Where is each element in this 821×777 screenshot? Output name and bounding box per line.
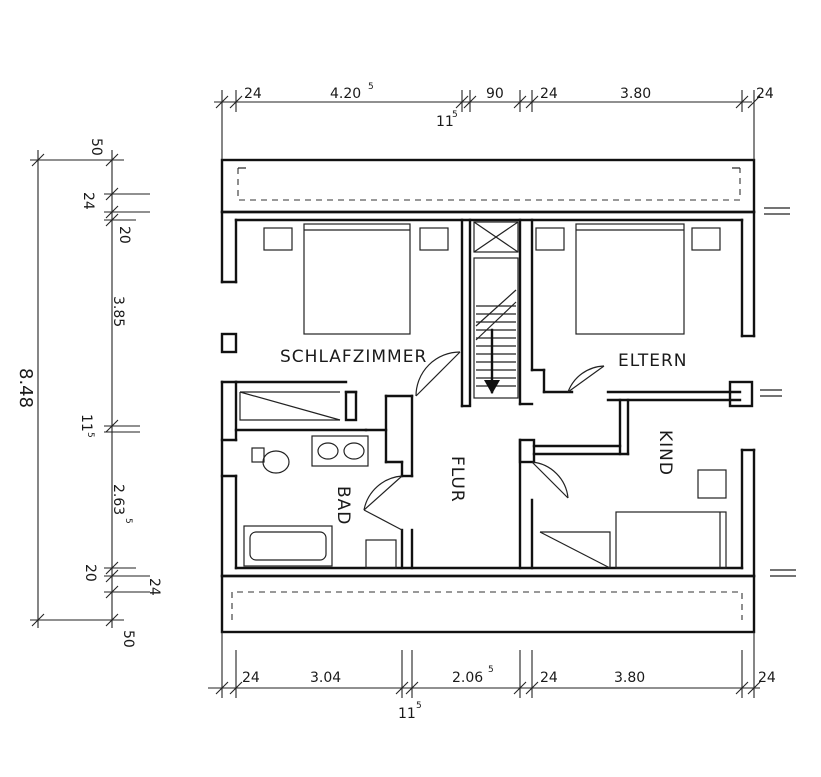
outer-walls xyxy=(220,210,756,578)
dim-left-bottom-wall: 24 xyxy=(146,578,162,596)
dim-top-left-wall: 24 xyxy=(244,86,262,102)
dim-bottom-flur-width-sup: 5 xyxy=(488,665,494,675)
dim-bottom-inner-wall-sup: 5 xyxy=(416,701,422,711)
dim-left-top-inner: 20 xyxy=(116,226,132,244)
eltern-furniture xyxy=(535,223,721,335)
dim-bottom-inner-wall: 11 xyxy=(398,706,416,722)
dimension-line-bottom xyxy=(208,632,761,698)
dim-top-eltern-width: 3.80 xyxy=(620,86,651,102)
room-label-schlafzimmer: SCHLAFZIMMER xyxy=(280,347,427,367)
schlafzimmer-furniture xyxy=(263,223,449,335)
kind-furniture xyxy=(539,469,727,569)
dim-left-inner-wall-sup: 5 xyxy=(85,432,95,438)
dimension-line-top xyxy=(214,90,761,160)
interior-walls xyxy=(234,218,742,570)
roof-overhang-top xyxy=(220,158,756,214)
dim-left-top-overhang: 50 xyxy=(88,138,104,156)
dim-top-schlafzimmer-width-sup: 5 xyxy=(368,82,374,92)
dim-bottom-left-wall: 24 xyxy=(242,670,260,686)
dim-bottom-kind-width: 3.80 xyxy=(614,670,645,686)
roof-overhang-bottom xyxy=(220,574,756,634)
dim-left-bottom-inner: 20 xyxy=(82,564,98,582)
bottom-dimension-labels: 24 3.04 11 5 2.06 5 24 3.80 24 xyxy=(242,665,776,722)
dim-bottom-bad-width: 3.04 xyxy=(310,670,341,686)
arrow-down-icon xyxy=(484,380,500,394)
room-label-flur: FLUR xyxy=(447,456,467,503)
dim-top-inner-wall-sup: 5 xyxy=(452,110,458,120)
staircase xyxy=(473,221,519,399)
dim-left-bottom-overhang: 50 xyxy=(120,630,136,648)
door-swings xyxy=(363,351,605,531)
dim-top-mid-wall: 24 xyxy=(540,86,558,102)
dim-left-bad-depth: 2.63 xyxy=(110,484,126,515)
left-dimension-labels: 8.48 50 24 20 3.85 11 5 2.63 5 20 24 50 xyxy=(15,138,162,648)
room-label-bad: BAD xyxy=(333,486,353,525)
top-dimension-labels: 24 4.20 5 11 5 90 24 3.80 24 xyxy=(244,82,774,130)
dim-left-inner-wall: 11 xyxy=(78,414,94,432)
dim-top-schlafzimmer-width: 4.20 xyxy=(330,86,361,102)
bad-furniture xyxy=(243,435,397,569)
dim-left-top-wall: 24 xyxy=(80,192,96,210)
dimension-line-left xyxy=(30,150,150,628)
dim-top-stair-width: 90 xyxy=(486,86,504,102)
room-label-eltern: ELTERN xyxy=(618,351,688,371)
dim-bottom-right-wall: 24 xyxy=(758,670,776,686)
dim-left-bad-depth-sup: 5 xyxy=(123,518,133,524)
room-labels: SCHLAFZIMMER ELTERN KIND FLUR BAD xyxy=(280,347,688,525)
dim-left-overall: 8.48 xyxy=(15,368,36,408)
room-label-kind: KIND xyxy=(655,430,675,476)
dim-bottom-flur-width: 2.06 xyxy=(452,670,483,686)
dim-bottom-mid-wall: 24 xyxy=(540,670,558,686)
dim-top-right-wall: 24 xyxy=(756,86,774,102)
dim-top-inner-wall: 11 xyxy=(436,114,454,130)
window-marks xyxy=(760,207,796,577)
dim-left-schlafzimmer-depth: 3.85 xyxy=(110,296,126,327)
